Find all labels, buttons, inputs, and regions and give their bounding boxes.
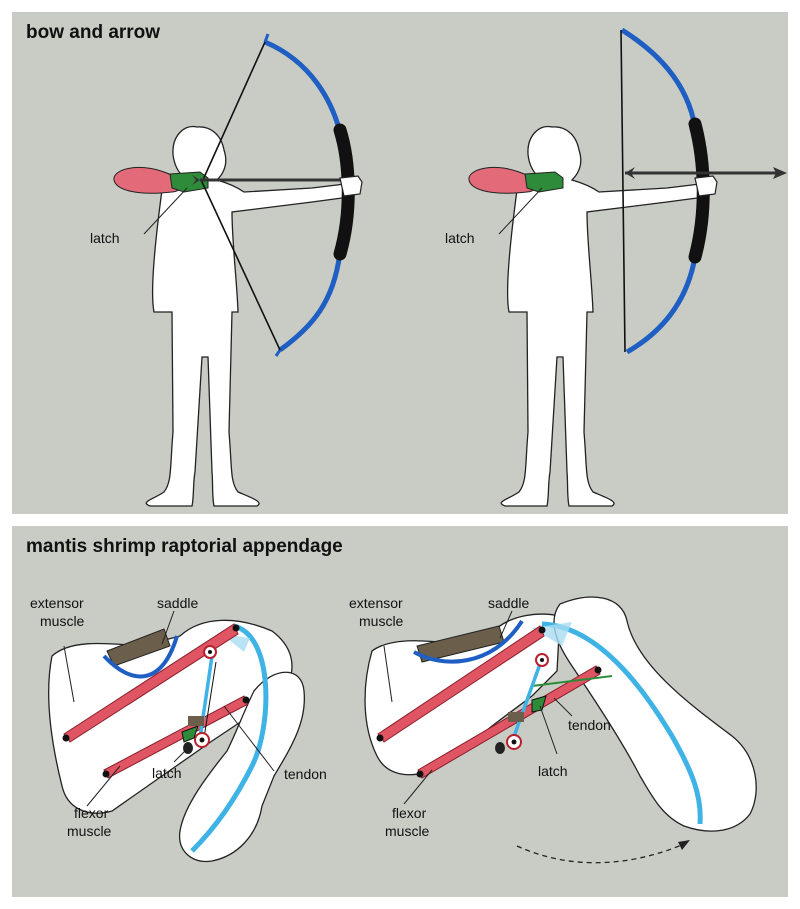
muscle-end-dot (102, 770, 110, 778)
propodus-segment (553, 596, 757, 832)
bow-and-arrow-panel: latch latch bow and arrow (12, 12, 788, 514)
latch-label: latch (445, 230, 475, 246)
bow-hand (694, 175, 718, 197)
tendon-label: tendon (284, 766, 327, 782)
bow-hand (339, 175, 363, 197)
appendage-struck: extensor muscle saddle tendon latch flex… (349, 595, 757, 864)
pivot-center (199, 737, 205, 743)
arrow-fletching (625, 167, 635, 179)
flexor-leader (86, 765, 121, 807)
motion-arrowhead (678, 840, 690, 850)
latch-leader (143, 187, 188, 235)
latch-label: latch (152, 765, 182, 781)
tendon-leader (553, 697, 573, 717)
saddle-spring (102, 635, 179, 679)
extensor-label-1: extensor (30, 595, 84, 611)
extensor-label-2: muscle (40, 613, 85, 629)
panel-title: bow and arrow (26, 22, 161, 43)
arrow-head (773, 167, 787, 179)
muscle-end-dot (538, 626, 546, 634)
tendon-label: tendon (568, 717, 611, 733)
mantis-shrimp-panel: extensor muscle saddle latch tendon flex… (12, 526, 788, 897)
muscle-end-dot (232, 624, 240, 632)
bow-lower-limb (278, 251, 343, 353)
pivot-center (511, 739, 517, 745)
flexor-label-2: muscle (385, 823, 430, 839)
bow-string (201, 41, 281, 351)
flexor-label-2: muscle (67, 823, 112, 839)
saddle-label: saddle (488, 595, 529, 611)
flexor-label-1: flexor (74, 805, 109, 821)
mantis-shrimp-diagram: extensor muscle saddle latch tendon flex… (30, 595, 757, 864)
muscle-end-dot (62, 734, 70, 742)
extensor-leader (63, 645, 75, 703)
latch-green (169, 171, 209, 193)
latch-label: latch (538, 763, 568, 779)
latch-label: latch (90, 230, 120, 246)
propodus-segment (179, 671, 306, 863)
bow-and-arrow-diagram: latch latch (90, 27, 787, 507)
pivot-center (208, 650, 212, 654)
bow-upper-limb (264, 39, 343, 133)
extensor-label-1: extensor (349, 595, 403, 611)
tendon-line (541, 621, 703, 825)
bow-upper-limb (620, 27, 698, 128)
pivot-center (540, 658, 544, 662)
tendon-line (190, 623, 269, 853)
flexor-label-1: flexor (392, 805, 427, 821)
muscle-end-dot (594, 666, 602, 674)
bow-tips (263, 33, 282, 357)
latch-green (181, 725, 199, 743)
latch-green (531, 695, 547, 713)
latch-leader (173, 745, 191, 763)
appendage-cocked: extensor muscle saddle latch tendon flex… (30, 595, 327, 863)
latch-sclerite (495, 742, 505, 754)
arrow-fletching (192, 175, 200, 185)
muscle-end-dot (376, 734, 384, 742)
muscle-end-dot (242, 696, 250, 704)
apodeme (510, 663, 542, 743)
saddle-leader (161, 610, 175, 645)
flexor-leader (403, 769, 433, 805)
panel-title: mantis shrimp raptorial appendage (26, 536, 343, 557)
saddle-leader (499, 610, 513, 639)
latch-leader (539, 705, 558, 755)
archer-released: latch (445, 27, 787, 507)
extensor-leader (383, 645, 393, 703)
saddle-spring (413, 619, 524, 664)
bow-string (620, 29, 626, 353)
latch-green (524, 171, 564, 193)
latch-rod (531, 675, 613, 687)
latch-leader (498, 187, 543, 235)
tendon-leader (223, 705, 275, 772)
extensor-label-2: muscle (359, 613, 404, 629)
latch-block (188, 716, 204, 726)
motion-arrow (516, 843, 685, 864)
apodeme-edge (203, 661, 217, 739)
archer-drawn: latch (90, 33, 363, 507)
muscle-end-dot (416, 770, 424, 778)
latch-block (508, 712, 524, 722)
saddle-label: saddle (157, 595, 198, 611)
bow-lower-limb (625, 256, 698, 355)
